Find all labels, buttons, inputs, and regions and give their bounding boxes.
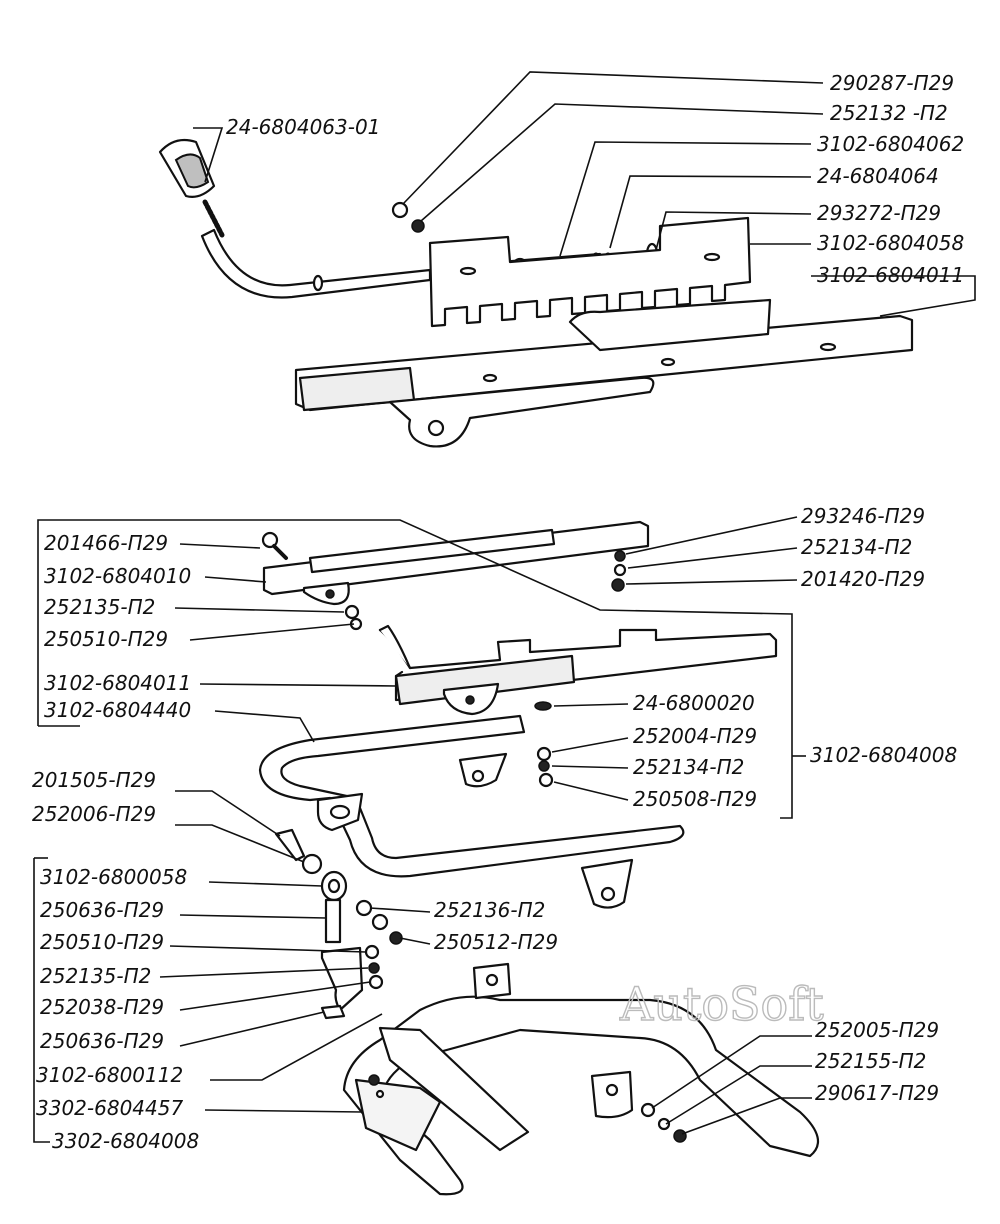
label-24-6804063-01: 24-6804063-01	[226, 115, 380, 139]
slide-rail-upper	[294, 298, 914, 448]
upper-assembly	[158, 138, 914, 448]
label-250508: 250508-П29	[633, 787, 757, 811]
label-3102-6804058: 3102-6804058	[817, 231, 964, 255]
label-250512: 250512-П29	[434, 930, 558, 954]
label-24-6804064: 24-6804064	[817, 164, 939, 188]
label-3102-6804011-top: 3102-6804011	[817, 263, 964, 287]
label-252136: 252136-П2	[434, 898, 545, 922]
label-252134-mid: 252134-П2	[633, 755, 744, 779]
label-293246: 293246-П29	[801, 504, 925, 528]
adjuster-knob	[158, 138, 225, 238]
label-24-6800020: 24-6800020	[633, 691, 755, 715]
label-250636-a: 250636-П29	[40, 898, 164, 922]
small-fasteners-right	[611, 550, 627, 592]
middle-assembly	[258, 520, 778, 909]
eye-bolt-stack	[320, 870, 403, 1020]
label-252004: 252004-П29	[633, 724, 757, 748]
label-250510-mid: 250510-П29	[44, 627, 168, 651]
leader-lines	[33, 71, 976, 1143]
label-290287: 290287-П29	[830, 71, 954, 95]
label-3102-6800058: 3102-6800058	[40, 865, 187, 889]
lower-assembly	[320, 870, 820, 1196]
label-3102-6804440: 3102-6804440	[44, 698, 191, 722]
label-252135-mid: 252135-П2	[44, 595, 155, 619]
label-3302-6804008: 3302-6804008	[52, 1129, 199, 1153]
label-293272: 293272-П29	[817, 201, 941, 225]
label-3102-6804062: 3102-6804062	[817, 132, 964, 156]
rail-3102-6804011	[378, 624, 778, 716]
label-3102-6804011-mid: 3102-6804011	[44, 671, 191, 695]
watermark: AutoSoft	[619, 977, 824, 1031]
label-250636-b: 250636-П29	[40, 1029, 164, 1053]
part-labels: 24-6804063-01 290287-П29 252132 -П2 3102…	[32, 71, 964, 1153]
label-252155: 252155-П2	[815, 1049, 926, 1073]
bolt-201505	[274, 828, 323, 875]
label-201466: 201466-П29	[44, 531, 168, 555]
label-201505: 201505-П29	[32, 768, 156, 792]
label-252135-low: 252135-П2	[40, 964, 151, 988]
fasteners-middle	[344, 604, 554, 788]
label-252006: 252006-П29	[32, 802, 156, 826]
label-290617: 290617-П29	[815, 1081, 939, 1105]
label-252134-top: 252134-П2	[801, 535, 912, 559]
label-3102-6804008: 3102-6804008	[810, 743, 957, 767]
label-201420: 201420-П29	[801, 567, 925, 591]
label-252038: 252038-П29	[40, 995, 164, 1019]
screw-top	[391, 201, 425, 233]
label-250510-low: 250510-П29	[40, 930, 164, 954]
label-3302-6804457: 3302-6804457	[36, 1096, 183, 1120]
label-3102-6800112: 3102-6800112	[36, 1063, 183, 1087]
frame-3302-6804008	[342, 962, 820, 1196]
label-252005: 252005-П29	[815, 1018, 939, 1042]
label-252132: 252132 -П2	[830, 101, 948, 125]
rail-3102-6804010	[261, 520, 650, 606]
frame-3102-6804440	[258, 714, 685, 909]
label-3102-6804010: 3102-6804010	[44, 564, 191, 588]
